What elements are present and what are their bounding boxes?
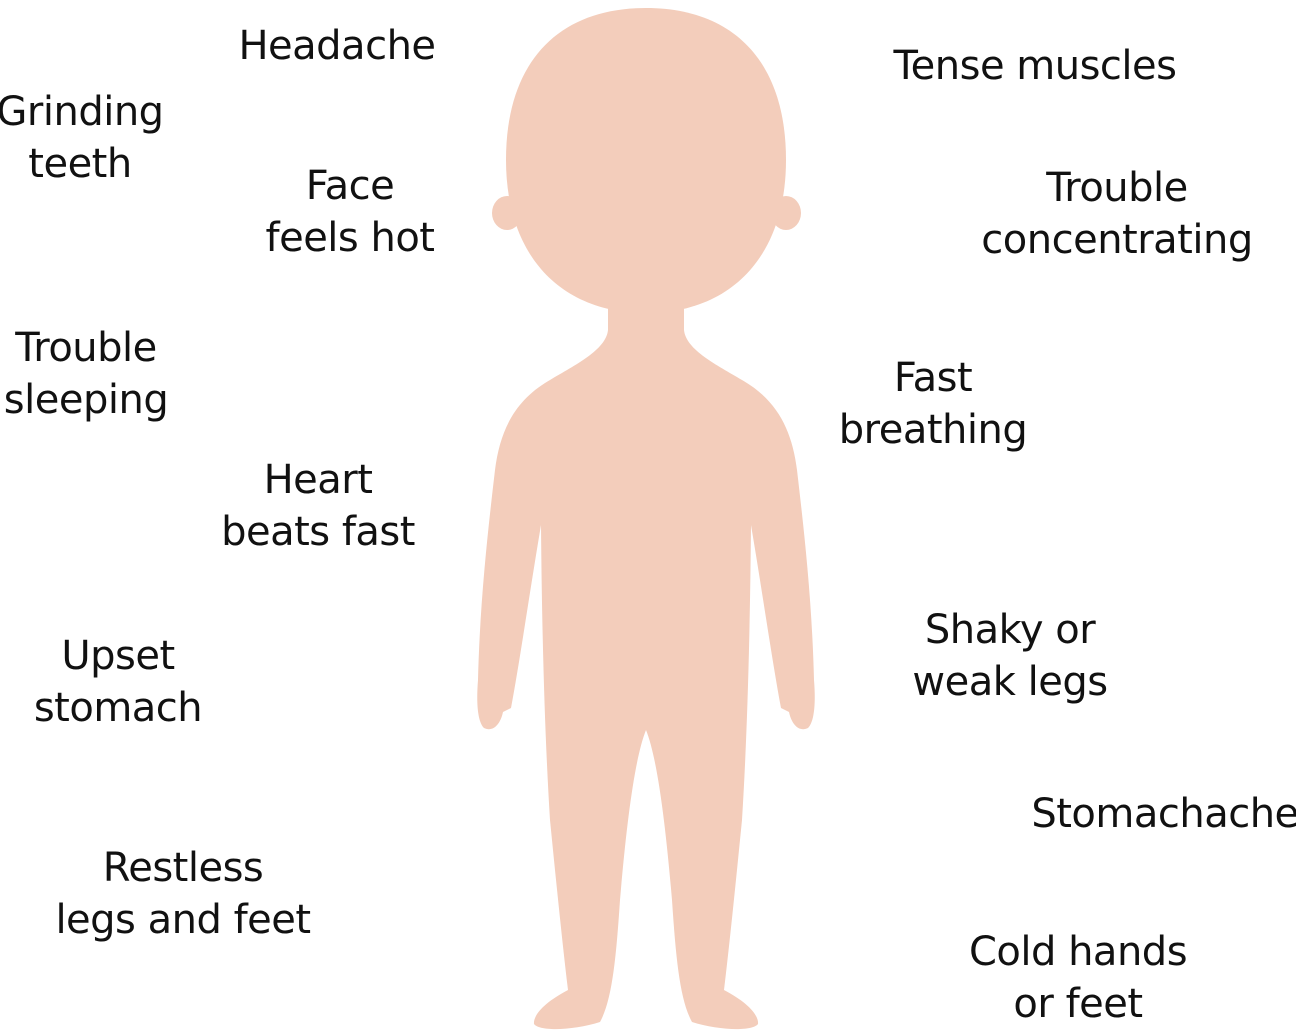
label-face-feels-hot: Face feels hot	[266, 160, 435, 264]
label-restless-legs: Restless legs and feet	[55, 842, 310, 946]
label-line: beats fast	[221, 506, 415, 558]
label-headache: Headache	[238, 20, 435, 72]
label-line: Fast	[839, 352, 1027, 404]
torso	[477, 300, 815, 1029]
label-line: Shaky or	[912, 604, 1107, 656]
label-line: Grinding	[0, 86, 164, 138]
label-line: breathing	[839, 404, 1027, 456]
label-grinding-teeth: Grinding teeth	[0, 86, 164, 190]
label-line: sleeping	[4, 374, 168, 426]
label-line: Tense muscles	[894, 40, 1177, 92]
label-line: feels hot	[266, 212, 435, 264]
label-line: stomach	[34, 682, 202, 734]
label-line: teeth	[0, 138, 164, 190]
label-fast-breathing: Fast breathing	[839, 352, 1027, 456]
label-line: Trouble	[981, 162, 1252, 214]
label-cold-hands: Cold hands or feet	[969, 926, 1187, 1030]
label-line: Upset	[34, 630, 202, 682]
label-tense-muscles: Tense muscles	[894, 40, 1177, 92]
label-line: Face	[266, 160, 435, 212]
label-heart-beats-fast: Heart beats fast	[221, 454, 415, 558]
label-upset-stomach: Upset stomach	[34, 630, 202, 734]
label-trouble-sleeping: Trouble sleeping	[4, 322, 168, 426]
label-line: Headache	[238, 20, 435, 72]
label-line: weak legs	[912, 656, 1107, 708]
label-trouble-concentrating: Trouble concentrating	[981, 162, 1252, 266]
label-line: or feet	[969, 978, 1187, 1030]
label-line: Trouble	[4, 322, 168, 374]
head	[506, 8, 786, 313]
label-line: Cold hands	[969, 926, 1187, 978]
label-line: Heart	[221, 454, 415, 506]
label-stomachache: Stomachache	[1031, 788, 1296, 840]
label-line: legs and feet	[55, 894, 310, 946]
label-line: concentrating	[981, 214, 1252, 266]
label-shaky-legs: Shaky or weak legs	[912, 604, 1107, 708]
label-line: Restless	[55, 842, 310, 894]
label-line: Stomachache	[1031, 788, 1296, 840]
